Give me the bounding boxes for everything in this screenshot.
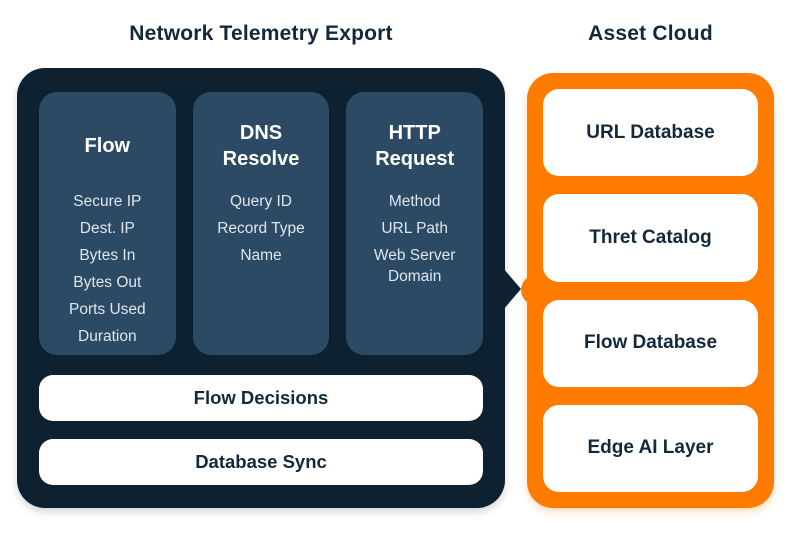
flow-decisions-bar: Flow Decisions (39, 375, 483, 421)
telemetry-columns: Flow Secure IP Dest. IP Bytes In Bytes O… (39, 92, 484, 355)
flow-column-heading: Flow (84, 135, 131, 157)
flow-column: Flow Secure IP Dest. IP Bytes In Bytes O… (39, 92, 176, 355)
list-item: Query ID (229, 193, 292, 210)
list-item: Method (388, 193, 441, 210)
arrow-right-icon (503, 268, 521, 310)
list-item: URL Path (381, 219, 448, 237)
list-item: Bytes In (79, 246, 136, 264)
url-database-box: URL Database (543, 89, 758, 177)
flow-database-box: Flow Database (543, 299, 758, 387)
http-request-column-heading: HTTP Request (375, 122, 455, 170)
thret-catalog-box: Thret Catalog (543, 194, 758, 282)
telemetry-container: Flow Secure IP Dest. IP Bytes In Bytes O… (17, 68, 505, 508)
list-item: Duration (78, 327, 137, 345)
http-request-column-items: Method URL Path Web Server Domain (354, 192, 475, 288)
list-item: Bytes Out (73, 273, 142, 291)
dns-resolve-column: DNS Resolve Query ID Record Type Name (192, 92, 330, 355)
edge-ai-layer-box: Edge AI Layer (543, 404, 758, 492)
flow-column-items: Secure IP Dest. IP Bytes In Bytes Out Po… (47, 192, 168, 348)
http-request-column: HTTP Request Method URL Path Web Server … (346, 92, 484, 355)
telemetry-title: Network Telemetry Export (129, 22, 393, 45)
dns-resolve-column-items: Query ID Record Type Name (201, 192, 322, 267)
list-item: Ports Used (68, 300, 146, 318)
dns-resolve-column-heading: DNS Resolve (222, 122, 300, 170)
list-item: Dest. IP (79, 219, 135, 237)
list-item: Secure IP (73, 193, 142, 210)
list-item: Web Server Domain (373, 246, 456, 285)
asset-cloud-container: URL Database Thret Catalog Flow Database… (521, 73, 774, 508)
asset-cloud-title: Asset Cloud (588, 22, 713, 45)
list-item: Record Type (217, 219, 305, 237)
list-item: Name (240, 246, 282, 264)
database-sync-bar: Database Sync (39, 439, 483, 485)
